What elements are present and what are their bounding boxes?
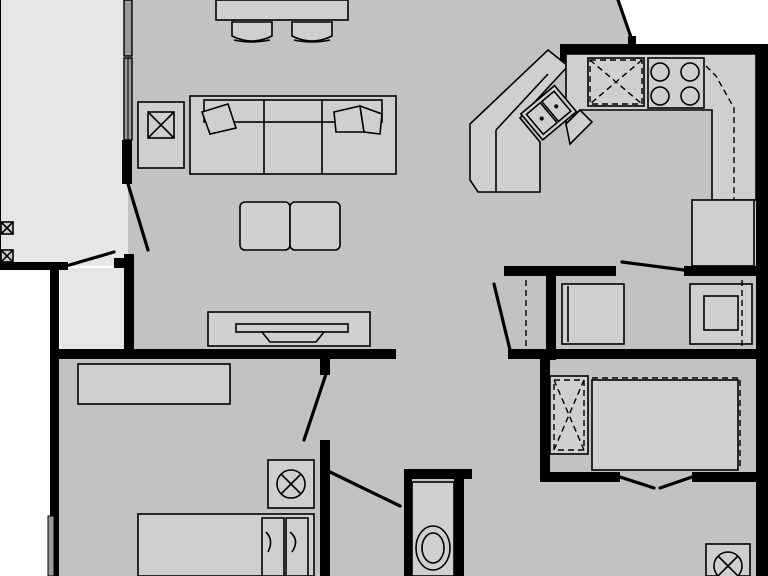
wall-bath-bottom-left <box>540 472 620 482</box>
wall-laundry-left <box>404 469 412 576</box>
closets <box>525 280 753 346</box>
door-bath-right <box>658 475 694 490</box>
door-bedroom <box>302 372 328 442</box>
stove-burner <box>650 86 670 106</box>
wall-laundry-right <box>454 469 464 576</box>
kitchen <box>469 48 757 270</box>
door-bath-left <box>618 475 656 490</box>
wall-kitchen-top <box>560 44 768 54</box>
door-closet-right <box>620 260 686 272</box>
door-entry <box>64 250 116 268</box>
door-closet-left <box>492 282 512 352</box>
wall-balcony-bottom <box>0 262 68 270</box>
walls <box>0 44 768 576</box>
tv-console <box>207 311 371 347</box>
dresser <box>77 363 231 405</box>
pillow <box>261 517 285 576</box>
end-table <box>137 101 185 169</box>
sofa <box>189 95 397 175</box>
bathroom <box>549 375 751 576</box>
bath-counter <box>591 379 739 471</box>
wall-entry-stub <box>114 258 132 268</box>
water-heater <box>561 283 625 345</box>
door-laundry <box>328 470 402 508</box>
balcony-floor <box>0 0 128 266</box>
dining-table <box>215 0 349 21</box>
wall-bedroom-top <box>52 349 396 359</box>
wall-right-outer <box>756 48 768 576</box>
wall-entry-right <box>124 254 134 358</box>
entry-details <box>47 515 55 576</box>
wall-closet-top-right <box>684 266 768 276</box>
balcony-details <box>0 0 14 263</box>
laundry <box>411 481 455 576</box>
pillow <box>285 517 309 576</box>
wall-kitchen-corner <box>560 44 570 62</box>
sofa-cushion <box>359 104 383 135</box>
wall-bath-bottom-right <box>692 472 768 482</box>
wall-entry-left <box>50 262 59 576</box>
television <box>235 323 349 333</box>
refrigerator <box>691 199 755 267</box>
wall-bath-top <box>508 349 768 359</box>
ottomans <box>239 201 341 251</box>
ottoman <box>289 201 341 251</box>
shower <box>549 375 589 455</box>
wall-closet-top-left <box>504 266 616 276</box>
sofa-cushion <box>200 103 238 135</box>
dining-set <box>215 0 349 43</box>
wall-living-left <box>122 140 132 184</box>
wall-bedroom-stub <box>320 355 330 375</box>
kitchen-island <box>469 48 570 193</box>
wall-laundry-top <box>404 469 472 479</box>
ottoman <box>239 201 291 251</box>
stove-burner <box>650 62 670 82</box>
kitchen-sink <box>519 84 578 142</box>
stove-burner <box>680 86 700 106</box>
bedroom <box>77 363 315 576</box>
door-swings <box>64 0 694 508</box>
wall-bath-left <box>540 349 550 481</box>
dining-chair <box>291 21 333 42</box>
door-top-right <box>616 0 634 42</box>
wall-bedroom-right <box>320 440 330 576</box>
wall-closet-divider <box>546 266 556 360</box>
stove-burner <box>680 62 700 82</box>
dining-chair <box>231 21 273 42</box>
entry-nook-floor <box>60 268 128 352</box>
